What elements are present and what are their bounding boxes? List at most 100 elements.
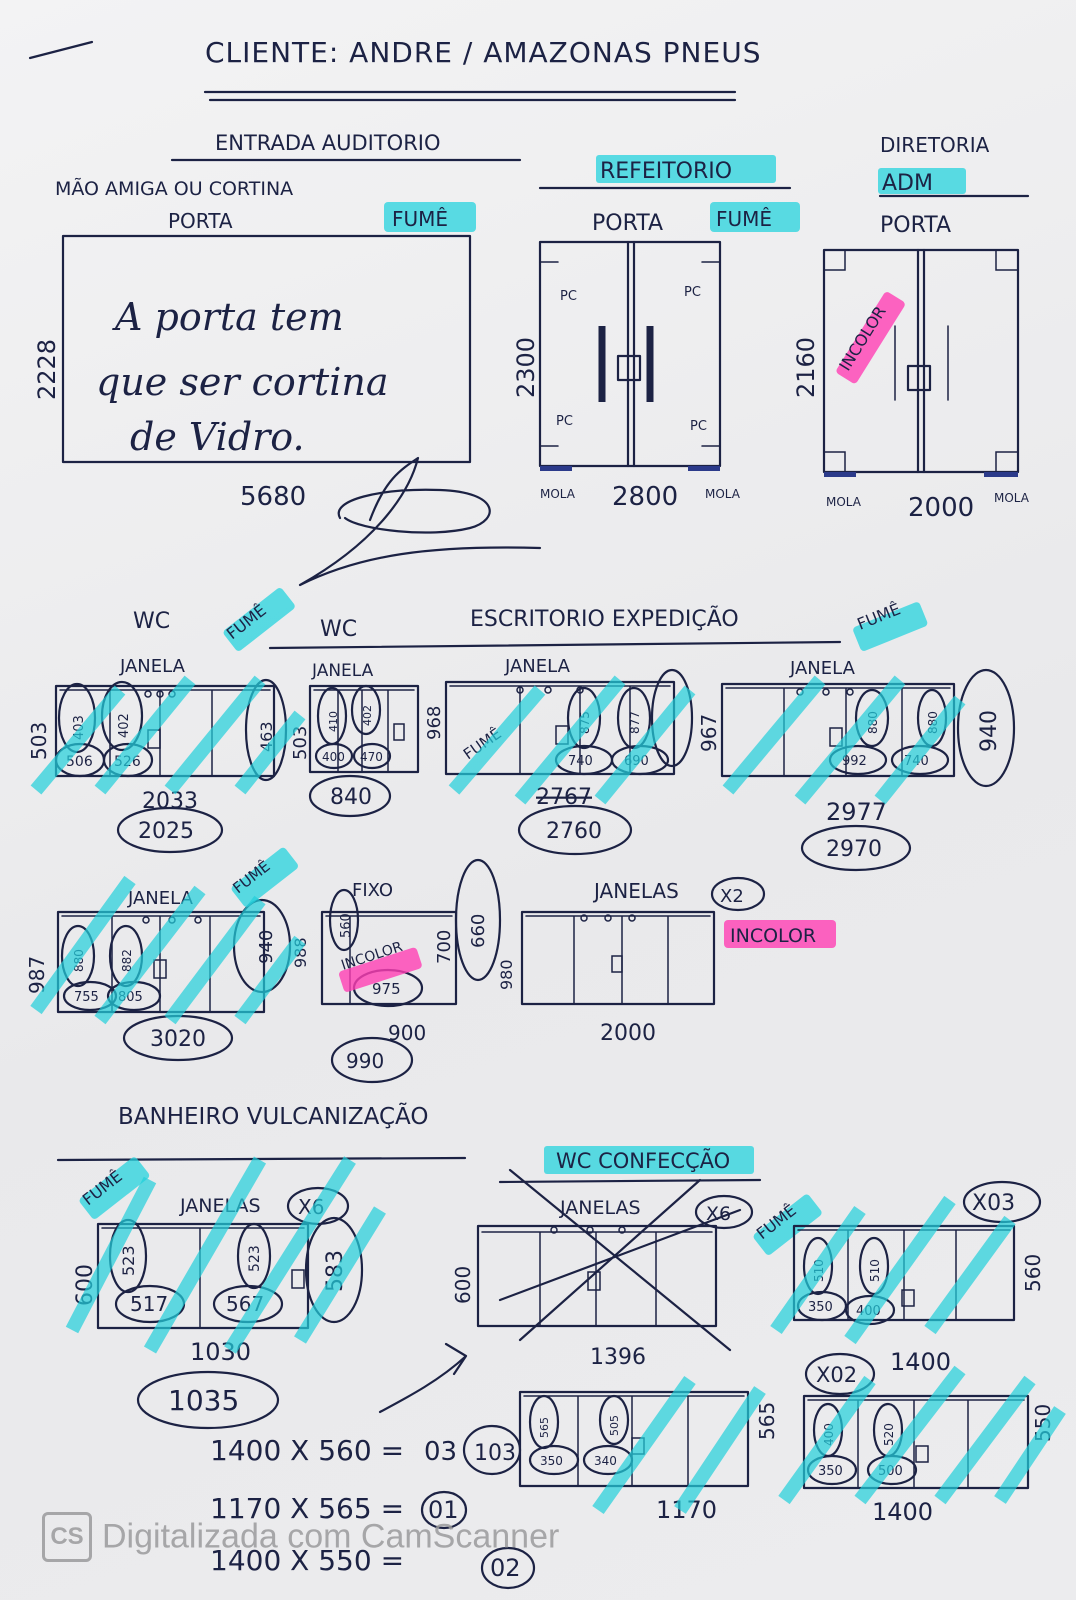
window-6-right-dim: 660	[468, 914, 489, 948]
confeccao-window-b-width: 1400	[872, 1498, 933, 1526]
fume-hatching-row-2	[30, 875, 306, 1025]
confeccao-window-c-drawing	[462, 1390, 750, 1488]
window-4-piece-3: 992	[842, 754, 867, 769]
auditorio-door-frame	[61, 234, 472, 464]
refeitorio-height: 2300	[512, 337, 540, 398]
window-2-label: JANELA	[311, 661, 374, 681]
confeccao-window-c-piece-4: 340	[594, 1454, 617, 1468]
refeitorio-mola-left: MOLA	[540, 487, 576, 501]
confeccao-window-label: JANELAS	[559, 1197, 641, 1219]
window-4-width-2: 2970	[826, 837, 882, 862]
window-2-drawing	[308, 684, 420, 818]
refeitorio-mola-right: MOLA	[705, 487, 741, 501]
refeitorio-door-label: PORTA	[592, 211, 663, 236]
confeccao-window-a-count: X03	[972, 1191, 1015, 1216]
window-6-width-1: 900	[388, 1021, 426, 1045]
window-1-width-2: 2025	[138, 819, 194, 844]
window-7-width: 2000	[600, 1021, 656, 1046]
window-4-side: 940	[977, 710, 1002, 752]
refeitorio-door-drawing	[538, 240, 722, 471]
diretoria-door-label: PORTA	[880, 213, 951, 238]
summary-line-3: 1400 X 550 =	[210, 1544, 404, 1577]
auditorio-note-2: que ser cortina	[96, 360, 388, 404]
fume-hatching-banheiro	[65, 1156, 386, 1354]
auditorio-note-3: de Vidro.	[130, 415, 305, 459]
window-1-piece-2: 402	[117, 713, 132, 738]
banheiro-tint-highlight	[79, 1157, 150, 1219]
window-7-count: X2	[720, 886, 744, 907]
window-7-tint-highlight	[724, 920, 836, 948]
window-7-tint: INCOLOR	[730, 925, 816, 947]
window-6-right-dim-2: 980	[497, 959, 516, 990]
window-6-piece-1: 975	[372, 980, 401, 998]
window-5-side-1: 940	[256, 930, 277, 964]
window-4-height: 967	[697, 714, 721, 752]
refeitorio-pc-1: PC	[560, 289, 577, 304]
window-7-label: JANELAS	[592, 879, 679, 903]
summary-result-3: 02	[490, 1554, 521, 1582]
banheiro-window-label: JANELAS	[179, 1195, 261, 1217]
window-5-tint-highlight	[231, 847, 298, 907]
auditorio-heading: ENTRADA AUDITORIO	[215, 131, 441, 155]
banheiro-piece-1: 523	[119, 1245, 138, 1276]
escritorio-tint-highlight	[853, 602, 928, 651]
window-5-piece-3: 755	[74, 990, 99, 1005]
window-6-width-2: 990	[346, 1049, 384, 1073]
confeccao-tint-highlight	[753, 1194, 822, 1255]
auditorio-tint: FUMÊ	[392, 207, 448, 231]
title-underline	[203, 90, 737, 102]
diretoria-heading-highlight	[878, 168, 966, 194]
window-1-height: 503	[27, 722, 51, 760]
confeccao-height: 600	[451, 1266, 475, 1304]
window-3-drawing	[444, 668, 694, 776]
auditorio-tint-highlight	[384, 202, 476, 232]
window-6-tint-highlight	[339, 947, 422, 992]
confeccao-window-a-width: 1400	[890, 1348, 951, 1376]
confeccao-window-a-piece-3: 350	[808, 1300, 833, 1315]
signature	[298, 456, 542, 587]
escritorio-heading-line	[268, 640, 842, 650]
wc-tint-highlight	[223, 588, 295, 651]
window-3-height: 968	[424, 706, 445, 740]
confeccao-window-c-piece-1: 565	[538, 1417, 551, 1438]
confeccao-window-b-count: X02	[816, 1363, 857, 1387]
auditorio-note-1: A porta tem	[112, 295, 344, 339]
confeccao-heading-highlight	[544, 1146, 754, 1174]
window-6-side: 560	[339, 913, 354, 938]
confeccao-window-a-drawing	[792, 1180, 1042, 1326]
window-3-piece-3: 740	[568, 754, 593, 769]
banheiro-piece-3: 523	[247, 1245, 263, 1272]
wc-2-label: WC	[320, 617, 357, 642]
window-6-height: 700	[434, 930, 455, 964]
fume-hatching-row-1	[30, 675, 966, 805]
window-7-drawing	[520, 876, 766, 1006]
diretoria-mola-right: MOLA	[994, 491, 1030, 505]
banheiro-width-2: 1035	[168, 1384, 239, 1417]
diretoria-door-drawing	[822, 248, 1020, 477]
auditorio-subtitle: MÃO AMIGA OU CORTINA	[55, 177, 293, 200]
confeccao-width: 1396	[590, 1345, 646, 1370]
confeccao-window-b-count-oval	[804, 1352, 876, 1396]
refeitorio-pc-4: PC	[690, 419, 707, 434]
refeitorio-heading: REFEITORIO	[600, 159, 732, 184]
window-3-label: JANELA	[504, 656, 571, 677]
camscanner-logo: CS	[42, 1512, 92, 1562]
window-1-piece-3: 506	[66, 754, 93, 770]
auditorio-width: 5680	[240, 482, 306, 512]
watermark-text: Digitalizada com CamScanner	[102, 1517, 560, 1556]
window-2-piece-2: 402	[361, 705, 374, 726]
window-4-width-1: 2977	[826, 798, 887, 826]
window-2-height: 503	[290, 726, 311, 760]
summary-result-2-oval	[420, 1490, 468, 1530]
summary-result-1: 03	[424, 1437, 457, 1467]
refeitorio-pc-3: PC	[556, 414, 573, 429]
diretoria-tint-highlight	[836, 292, 905, 384]
window-3-piece-2: 877	[628, 711, 642, 734]
confeccao-window-c-height: 565	[755, 1402, 779, 1440]
window-2-piece-3: 400	[322, 750, 345, 764]
diretoria-mola-left: MOLA	[826, 495, 862, 509]
refeitorio-pc-2: PC	[684, 285, 701, 300]
confeccao-crossed-window	[476, 1168, 742, 1352]
auditorio-door-label: PORTA	[168, 209, 233, 233]
